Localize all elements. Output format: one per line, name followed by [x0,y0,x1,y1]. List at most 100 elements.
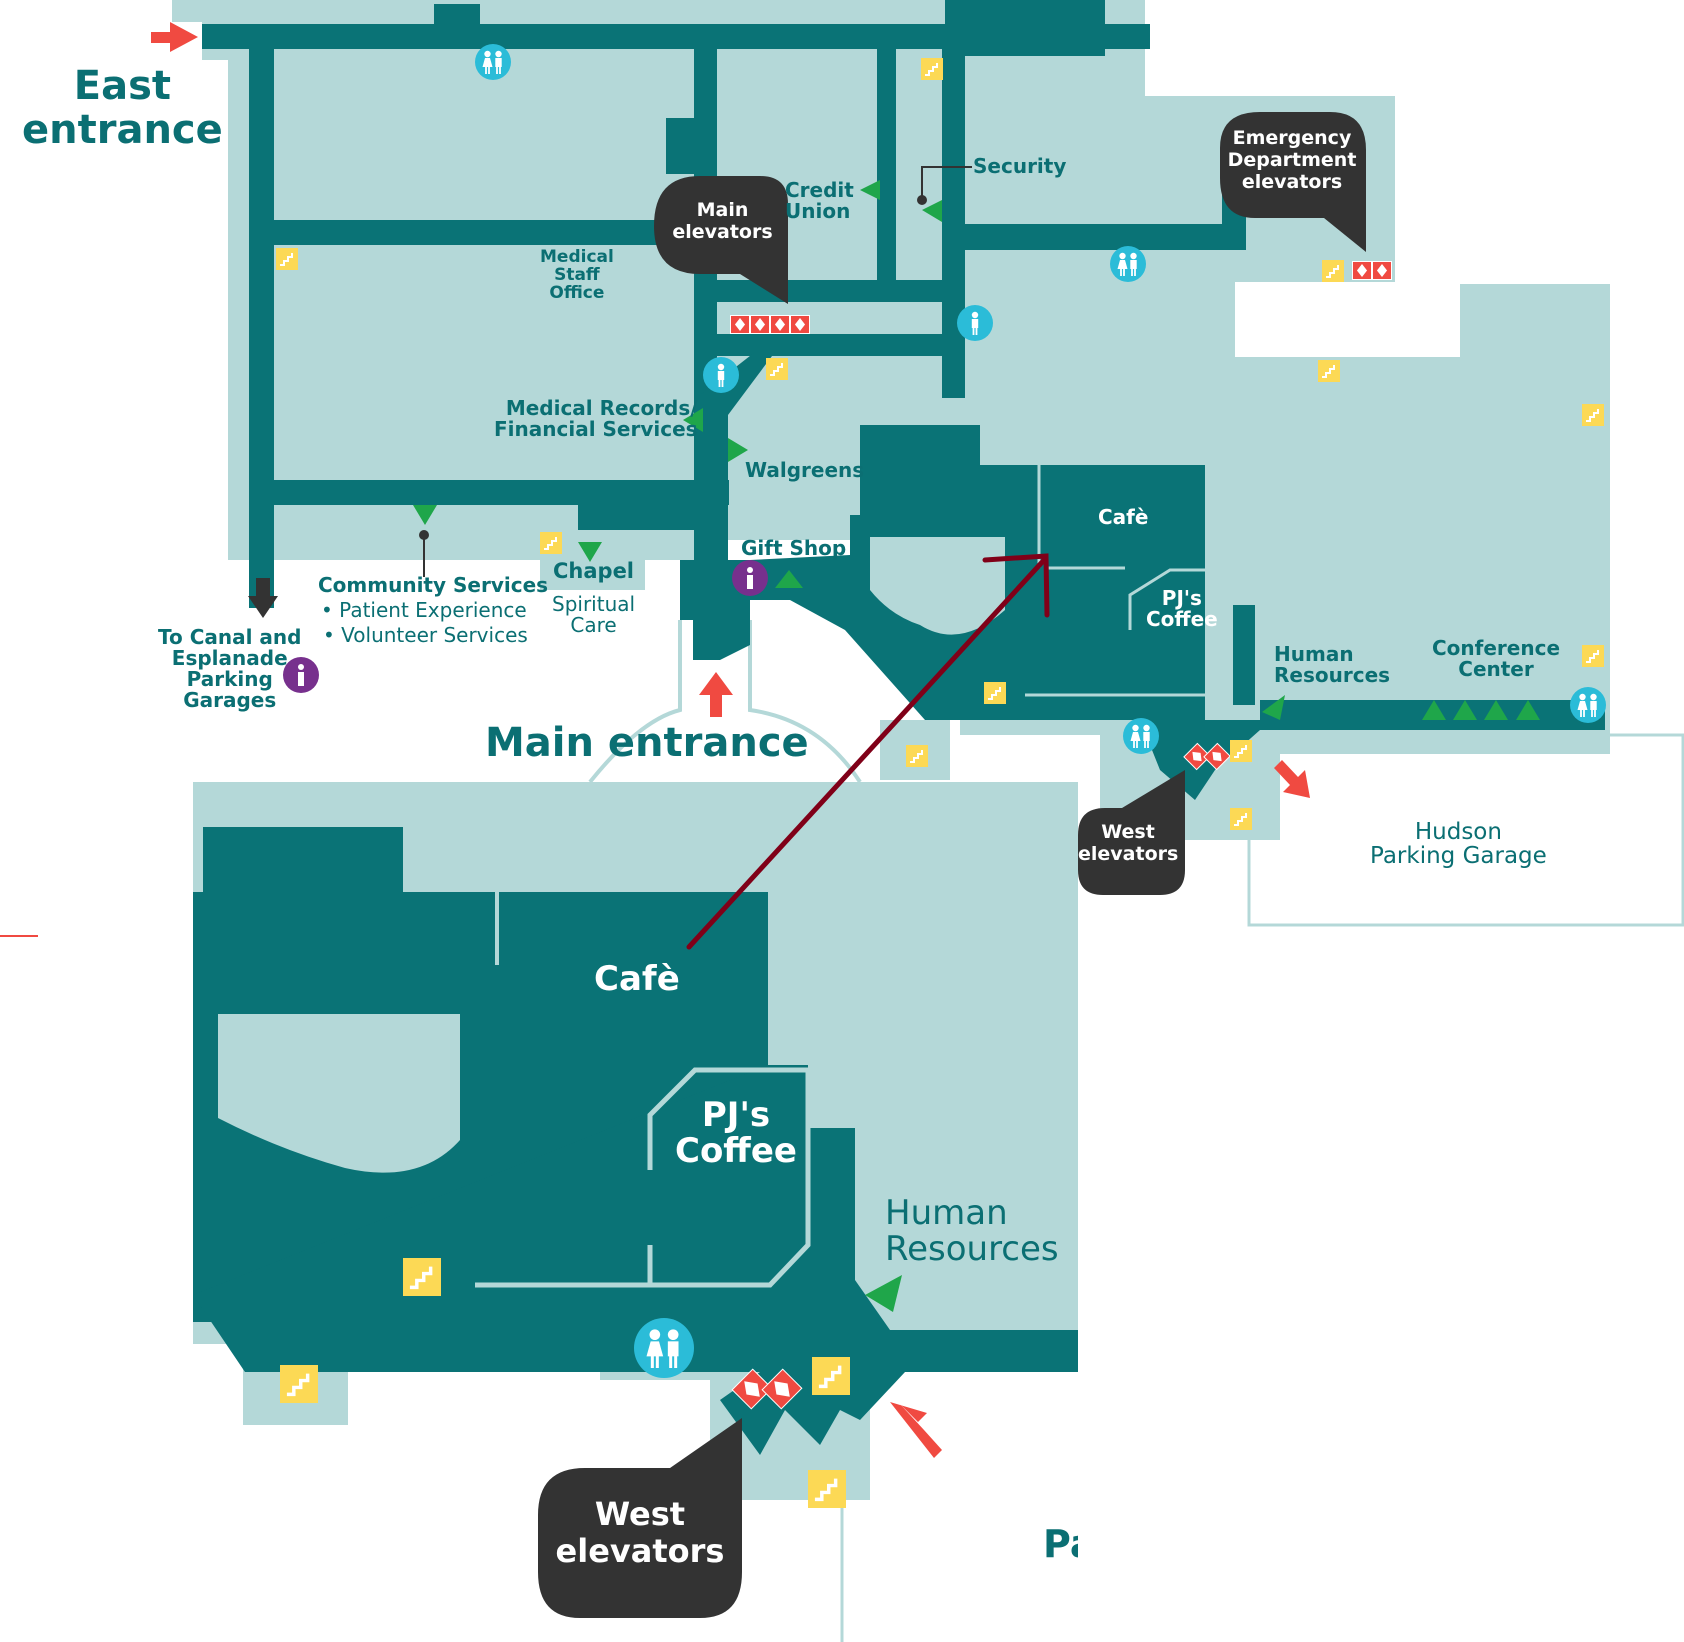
stairs-icon [808,1470,846,1508]
stairs-icon [1322,260,1344,282]
inset-corridors [193,827,1078,1455]
corridor-central-stub [666,118,694,174]
inset-pjs-coffee-label: PJ's Coffee [675,1095,797,1171]
cutout-east-top [1395,96,1684,284]
stairs-icon [906,745,928,767]
inset-west-entrance-arrow-icon [890,1402,942,1458]
annotation-arrow-shaft [686,556,1048,950]
door-marker-icon [1262,695,1285,720]
inset-interior [218,890,811,1288]
medical-staff-office-label: Medical Staff Office [540,247,614,303]
restroom-icon [1123,718,1159,754]
main-entrance-arc [588,620,862,784]
elevator-icons[interactable] [730,261,1392,1410]
hub-bowl [870,537,1005,635]
stairs-icon [403,1258,441,1296]
corridor-elev-lower [694,334,964,356]
corridor-north-east-step [945,0,1105,56]
elevator-icon[interactable] [731,1368,773,1410]
community-pin-icon [419,530,429,540]
restroom-icons [475,44,1606,1378]
door-marker-icon [683,408,703,432]
spiritual-care-label: Spiritual Care [552,592,636,637]
west-elevators-label: West elevators [1078,821,1179,865]
elevator-icon[interactable] [1183,742,1211,771]
stairs-icon [921,58,943,80]
door-marker-icon [775,570,803,588]
cutout-inset-right [1078,1010,1684,1642]
stairs-icon [1230,808,1252,830]
stairs-icon [1318,360,1340,382]
east-entrance-label: East entrance [22,63,223,153]
west-elevators-bubble [1078,770,1185,895]
corridor-west-mid [249,220,699,245]
inset-partial-label: Pa [1043,1525,1078,1565]
main-entrance-arrow-icon [699,672,733,717]
patient-experience-label: • Patient Experience [321,598,527,622]
hudson-garage-label: Hudson Parking Garage [1370,819,1547,870]
restroom-single-icon [957,305,993,341]
cafe-label: Cafè [1098,505,1149,529]
elevator-icon[interactable] [1372,261,1392,280]
main-entrance-label: Main entrance [485,720,809,766]
floor-west-block [228,40,728,560]
corridor-elev-left [694,280,716,356]
corridor-central-hub [680,425,1605,800]
annotation-arrow-head [982,553,1050,618]
security-label: Security [973,154,1067,178]
door-markers [413,180,1540,1312]
callouts [538,112,1366,1618]
cutout-south-mid [950,735,1100,782]
inset-pjs-wall [475,1067,811,1288]
stairs-icon [1230,740,1252,762]
door-marker-icon [865,1275,902,1312]
corridor-ed-h [965,224,1245,250]
elevator-icon[interactable] [730,315,750,334]
corridors [202,0,1605,800]
human-resources-label: Human Resources [1274,642,1391,687]
elevator-icon[interactable] [1203,742,1231,771]
cutout-ed-gap [1235,282,1460,357]
pjs-coffee-label: PJ's Coffee [1146,586,1218,631]
inset-west-elevators-label: West elevators [555,1495,725,1570]
walgreens-label: Walgreens [745,458,865,482]
door-marker-icon [1484,700,1508,720]
elevator-icon[interactable] [770,315,790,334]
community-services-label: Community Services [318,573,549,597]
corridor-hr-v [1233,605,1255,705]
chapel-label: Chapel [553,559,635,583]
stairs-icon [812,1357,850,1395]
elevator-icon[interactable] [790,315,810,334]
stairs-icons [276,58,1604,1508]
canal-garages-arrow-icon [248,578,278,618]
elevator-icon[interactable] [761,1368,803,1410]
west-entrance-arrow-icon [1274,760,1310,798]
annotation-arrow [686,553,1050,950]
floor-community [270,510,560,550]
hub-interior [870,465,1232,697]
elevator-icon[interactable] [1352,261,1372,280]
restroom-icon [1570,687,1606,723]
stairs-icon [540,532,562,554]
security-pin-icon [917,195,927,205]
door-marker-icon [922,200,942,222]
stairs-icon [280,1365,318,1403]
door-marker-icon [1516,700,1540,720]
door-marker-icon [578,542,602,562]
corridor-security-v [942,48,965,398]
stairs-icon [1582,404,1604,426]
restroom-icon [634,1318,694,1378]
stairs-icon [1582,645,1604,667]
door-marker-icon [413,505,437,525]
elevator-icon[interactable] [750,315,770,334]
credit-union-label: Credit Union [785,178,854,223]
door-marker-icon [1453,700,1477,720]
volunteer-services-label: • Volunteer Services [323,623,528,647]
restroom-icon [475,44,511,80]
door-marker-icon [1422,700,1446,720]
corridor-elev-upper [694,280,964,302]
door-marker-icon [728,438,748,462]
info-icon [732,560,768,596]
info-icons [283,560,768,693]
